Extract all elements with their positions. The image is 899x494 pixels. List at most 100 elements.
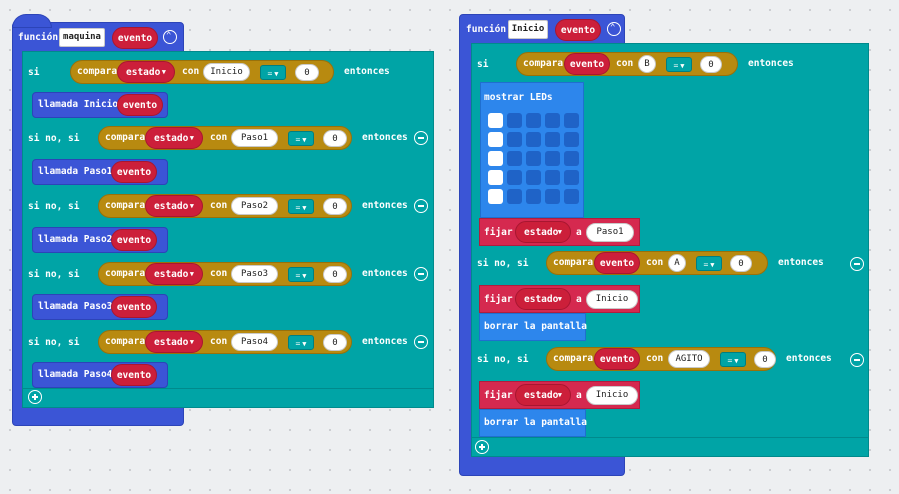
led-cell-2-4[interactable] (564, 151, 579, 166)
remove-else-if-icon[interactable] (850, 353, 864, 367)
remove-else-if-icon[interactable] (850, 257, 864, 271)
chevron-up-icon: ⌃ (166, 31, 172, 41)
else-if-keyword: si no, si (28, 201, 80, 212)
remove-else-if-icon[interactable] (414, 335, 428, 349)
operator-dropdown[interactable]: =▼ (288, 335, 314, 350)
compare-block-0[interactable] (70, 60, 334, 84)
number-input[interactable]: 0 (700, 56, 722, 73)
led-cell-1-1[interactable] (507, 132, 522, 147)
led-cell-2-3[interactable] (545, 151, 560, 166)
led-cell-1-3[interactable] (545, 132, 560, 147)
param-evento[interactable]: evento (112, 27, 158, 49)
variable-dropdown-estado[interactable]: estado▼ (145, 195, 203, 217)
led-cell-3-2[interactable] (526, 170, 541, 185)
string-value-paso1[interactable]: Paso1 (231, 129, 278, 147)
led-cell-2-0[interactable] (488, 151, 503, 166)
then-keyword: entonces (344, 66, 390, 77)
operator-dropdown[interactable]: =▼ (288, 199, 314, 214)
number-input[interactable]: 0 (730, 255, 752, 272)
led-cell-3-0[interactable] (488, 170, 503, 185)
number-input[interactable]: 0 (323, 198, 347, 215)
collapse-icon[interactable]: ⌃ (607, 22, 621, 36)
variable-dropdown-estado[interactable]: estado▼ (145, 263, 203, 285)
string-value-paso2[interactable]: Paso2 (231, 197, 278, 215)
number-input[interactable]: 0 (754, 351, 776, 368)
variable-dropdown-estado[interactable]: estado▼ (515, 221, 571, 243)
param-evento[interactable]: evento (594, 348, 640, 370)
compare-label: compara (553, 257, 594, 268)
led-cell-4-4[interactable] (564, 189, 579, 204)
add-else-if-icon[interactable] (475, 440, 489, 454)
operator-dropdown[interactable]: =▼ (288, 267, 314, 282)
led-cell-2-1[interactable] (507, 151, 522, 166)
dropdown-arrow-icon: ▼ (189, 338, 194, 346)
set-value-paso1[interactable]: Paso1 (586, 223, 634, 242)
compare-label: compara (105, 268, 146, 279)
remove-else-if-icon[interactable] (414, 267, 428, 281)
string-value-paso4[interactable]: Paso4 (231, 333, 278, 351)
operator-dropdown[interactable]: =▼ (720, 352, 746, 367)
con-label: con (210, 132, 228, 143)
variable-dropdown-estado[interactable]: estado▼ (145, 331, 203, 353)
led-cell-0-2[interactable] (526, 113, 541, 128)
call-arg-evento[interactable]: evento (117, 94, 163, 116)
string-value-paso3[interactable]: Paso3 (231, 265, 278, 283)
led-cell-3-1[interactable] (507, 170, 522, 185)
function-name-input[interactable]: maquina (59, 28, 105, 47)
led-cell-4-1[interactable] (507, 189, 522, 204)
call-arg-evento[interactable]: evento (111, 161, 157, 183)
number-input[interactable]: 0 (295, 64, 319, 81)
operator-dropdown[interactable]: =▼ (260, 65, 286, 80)
string-value-agito[interactable]: AGITO (668, 350, 710, 368)
string-value-b[interactable]: B (638, 55, 656, 73)
number-input[interactable]: 0 (323, 334, 347, 351)
led-cell-4-3[interactable] (545, 189, 560, 204)
param-evento[interactable]: evento (564, 53, 610, 75)
function-name-input[interactable]: Inicio (508, 20, 548, 39)
variable-dropdown-estado[interactable]: estado▼ (515, 288, 571, 310)
led-cell-0-1[interactable] (507, 113, 522, 128)
set-value-inicio[interactable]: Inicio (586, 386, 638, 405)
call-arg-evento[interactable]: evento (111, 296, 157, 318)
led-cell-4-0[interactable] (488, 189, 503, 204)
led-cell-0-0[interactable] (488, 113, 503, 128)
param-evento[interactable]: evento (594, 252, 640, 274)
compare-block-1[interactable] (546, 251, 768, 275)
remove-else-if-icon[interactable] (414, 199, 428, 213)
led-cell-2-2[interactable] (526, 151, 541, 166)
remove-else-if-icon[interactable] (414, 131, 428, 145)
add-else-if-icon[interactable] (28, 390, 42, 404)
led-cell-1-2[interactable] (526, 132, 541, 147)
call-arg-evento[interactable]: evento (111, 364, 157, 386)
operator-dropdown[interactable]: =▼ (666, 57, 692, 72)
con-label: con (210, 268, 228, 279)
call-keyword: llamada (38, 369, 79, 380)
variable-dropdown-estado[interactable]: estado▼ (515, 384, 571, 406)
led-cell-1-4[interactable] (564, 132, 579, 147)
number-input[interactable]: 0 (323, 266, 347, 283)
string-value-inicio[interactable]: Inicio (203, 63, 250, 81)
led-cell-0-3[interactable] (545, 113, 560, 128)
led-cell-3-3[interactable] (545, 170, 560, 185)
clear-screen-block-1[interactable] (479, 313, 586, 341)
led-cell-4-2[interactable] (526, 189, 541, 204)
param-evento[interactable]: evento (555, 19, 601, 41)
collapse-icon[interactable]: ⌃ (163, 30, 177, 44)
number-input[interactable]: 0 (323, 130, 347, 147)
led-cell-0-4[interactable] (564, 113, 579, 128)
led-cell-1-0[interactable] (488, 132, 503, 147)
con-label: con (646, 257, 664, 268)
string-value-a[interactable]: A (668, 254, 686, 272)
set-value-inicio[interactable]: Inicio (586, 290, 638, 309)
operator-dropdown[interactable]: =▼ (288, 131, 314, 146)
to-label: a (576, 294, 582, 305)
variable-dropdown-estado[interactable]: estado▼ (145, 127, 203, 149)
call-arg-evento[interactable]: evento (111, 229, 157, 251)
call-arg-evento-label: evento (116, 167, 152, 178)
clear-screen-block-2[interactable] (479, 409, 586, 437)
variable-dropdown-estado[interactable]: estado▼ (117, 61, 175, 83)
dropdown-arrow-icon: ▼ (189, 134, 194, 142)
operator-dropdown[interactable]: =▼ (696, 256, 722, 271)
led-cell-3-4[interactable] (564, 170, 579, 185)
